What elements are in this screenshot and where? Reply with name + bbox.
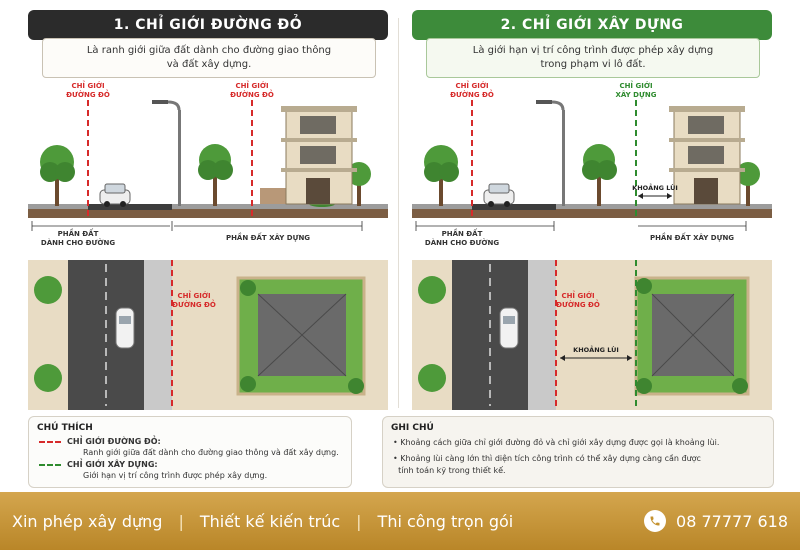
tree-icon <box>418 276 446 304</box>
car-icon <box>116 308 134 348</box>
footer-separator: | <box>178 512 183 531</box>
desc-line: và đất xây dựng. <box>43 58 375 72</box>
tree-icon <box>240 280 256 296</box>
footer-separator: | <box>356 512 361 531</box>
car-icon <box>484 184 514 207</box>
footer-bar: Xin phép xây dựng | Thiết kế kiến trúc |… <box>0 492 800 550</box>
footer-phone[interactable]: 08 77777 618 <box>644 492 788 550</box>
street-lamp-icon <box>152 100 181 206</box>
elevation-diagram: CHỈ GIỚI ĐƯỜNG ĐỎ CHỈ GIỚI ĐƯỜNG ĐỎ PHẦN… <box>28 80 388 250</box>
sidewalk <box>528 260 556 410</box>
desc-line: Là giới hạn vị trí công trình được phép … <box>427 44 759 58</box>
plan-diagram: CHỈ GIỚI ĐƯỜNG ĐỎ KHOẢNG LÙI <box>412 260 772 410</box>
legend-red: CHỈ GIỚI ĐƯỜNG ĐỎ: Ranh giới giữa đất dà… <box>39 437 161 446</box>
street-lamp-icon <box>536 100 565 206</box>
red-label: ĐƯỜNG ĐỎ <box>66 89 110 99</box>
tree-icon <box>636 378 652 394</box>
red-label: CHỈ GIỚI <box>71 80 104 90</box>
desc-line: trong phạm vi lô đất. <box>427 58 759 72</box>
setback-label: KHOẢNG LÙI <box>573 344 619 354</box>
legend-box: CHÚ THÍCH CHỈ GIỚI ĐƯỜNG ĐỎ: Ranh giới g… <box>28 416 352 488</box>
elevation-diagram: CHỈ GIỚI ĐƯỜNG ĐỎ CHỈ GIỚI XÂY DỰNG KHOẢ… <box>412 80 772 250</box>
footer-link-design[interactable]: Thiết kế kiến trúc <box>200 512 340 531</box>
tree-icon <box>348 378 364 394</box>
panel-red-boundary: 1. CHỈ GIỚI ĐƯỜNG ĐỎ Là ranh giới giữa đ… <box>28 8 388 408</box>
legend-text: Ranh giới giữa đất dành cho đường giao t… <box>83 448 339 457</box>
red-label: ĐƯỜNG ĐỎ <box>172 299 216 309</box>
tree-icon <box>424 145 459 206</box>
panel-divider <box>398 18 399 408</box>
tree-icon <box>240 376 256 392</box>
tree-icon <box>732 378 748 394</box>
notes-title: GHI CHÚ <box>391 423 434 433</box>
tree-icon <box>34 276 62 304</box>
green-label: XÂY DỰNG <box>616 90 657 99</box>
legend-title: CHÚ THÍCH <box>37 423 93 433</box>
plan-diagram: CHỈ GIỚI ĐƯỜNG ĐỎ <box>28 260 388 410</box>
red-dash-icon <box>39 441 61 443</box>
roof-icon <box>652 294 734 376</box>
house-icon <box>669 106 745 204</box>
legend-green: CHỈ GIỚI XÂY DỰNG: Giới hạn vị trí công … <box>39 460 158 469</box>
sidewalk <box>144 260 172 410</box>
red-label: ĐƯỜNG ĐỎ <box>450 89 494 99</box>
panel-title: 1. CHỈ GIỚI ĐƯỜNG ĐỎ <box>28 10 388 40</box>
red-label: ĐƯỜNG ĐỎ <box>556 299 600 309</box>
zone-label: PHẦN ĐẤT <box>442 228 483 238</box>
panel-description: Là ranh giới giữa đất dành cho đường gia… <box>42 38 376 78</box>
notes-box: GHI CHÚ • Khoảng cách giữa chỉ giới đườn… <box>382 416 774 488</box>
roof-icon <box>258 294 346 376</box>
road-surface <box>88 204 172 210</box>
note-item: • Khoảng lùi càng lớn thì diện tích công… <box>393 453 701 477</box>
legend-text: Giới hạn vị trí công trình được phép xây… <box>83 471 267 480</box>
tree-icon <box>198 144 233 206</box>
phone-number: 08 77777 618 <box>676 512 788 531</box>
zone-label: DÀNH CHO ĐƯỜNG <box>41 238 115 247</box>
note-item: • Khoảng cách giữa chỉ giới đường đỏ và … <box>393 437 719 449</box>
panel-title: 2. CHỈ GIỚI XÂY DỰNG <box>412 10 772 40</box>
red-label: ĐƯỜNG ĐỎ <box>230 89 274 99</box>
zone-label: PHẦN ĐẤT XÂY DỰNG <box>650 232 734 242</box>
red-label: CHỈ GIỚI <box>561 290 594 300</box>
red-label: CHỈ GIỚI <box>177 290 210 300</box>
red-label: CHỈ GIỚI <box>455 80 488 90</box>
zone-label: PHẦN ĐẤT <box>58 228 99 238</box>
panel-build-boundary: 2. CHỈ GIỚI XÂY DỰNG Là giới hạn vị trí … <box>412 8 772 408</box>
house-icon <box>281 106 357 204</box>
legend-label: CHỈ GIỚI XÂY DỰNG: <box>67 460 158 469</box>
phone-icon <box>644 510 666 532</box>
panel-description: Là giới hạn vị trí công trình được phép … <box>426 38 760 78</box>
footer-link-construction[interactable]: Thi công trọn gói <box>378 512 514 531</box>
ground-soil <box>28 208 388 218</box>
footer-link-permit[interactable]: Xin phép xây dựng <box>12 512 162 531</box>
desc-line: Là ranh giới giữa đất dành cho đường gia… <box>43 44 375 58</box>
tree-icon <box>636 278 652 294</box>
legend-label: CHỈ GIỚI ĐƯỜNG ĐỎ: <box>67 437 161 446</box>
setback-label: KHOẢNG LÙI <box>632 182 678 192</box>
tree-icon <box>418 364 446 392</box>
zone-label: DÀNH CHO ĐƯỜNG <box>425 238 499 247</box>
green-dash-icon <box>39 464 61 466</box>
tree-icon <box>40 145 75 206</box>
tree-icon <box>582 144 617 206</box>
car-icon <box>100 184 130 207</box>
zone-label: PHẦN ĐẤT XÂY DỰNG <box>226 232 310 242</box>
red-label: CHỈ GIỚI <box>235 80 268 90</box>
car-icon <box>500 308 518 348</box>
tree-icon <box>34 364 62 392</box>
green-label: CHỈ GIỚI <box>619 80 652 90</box>
